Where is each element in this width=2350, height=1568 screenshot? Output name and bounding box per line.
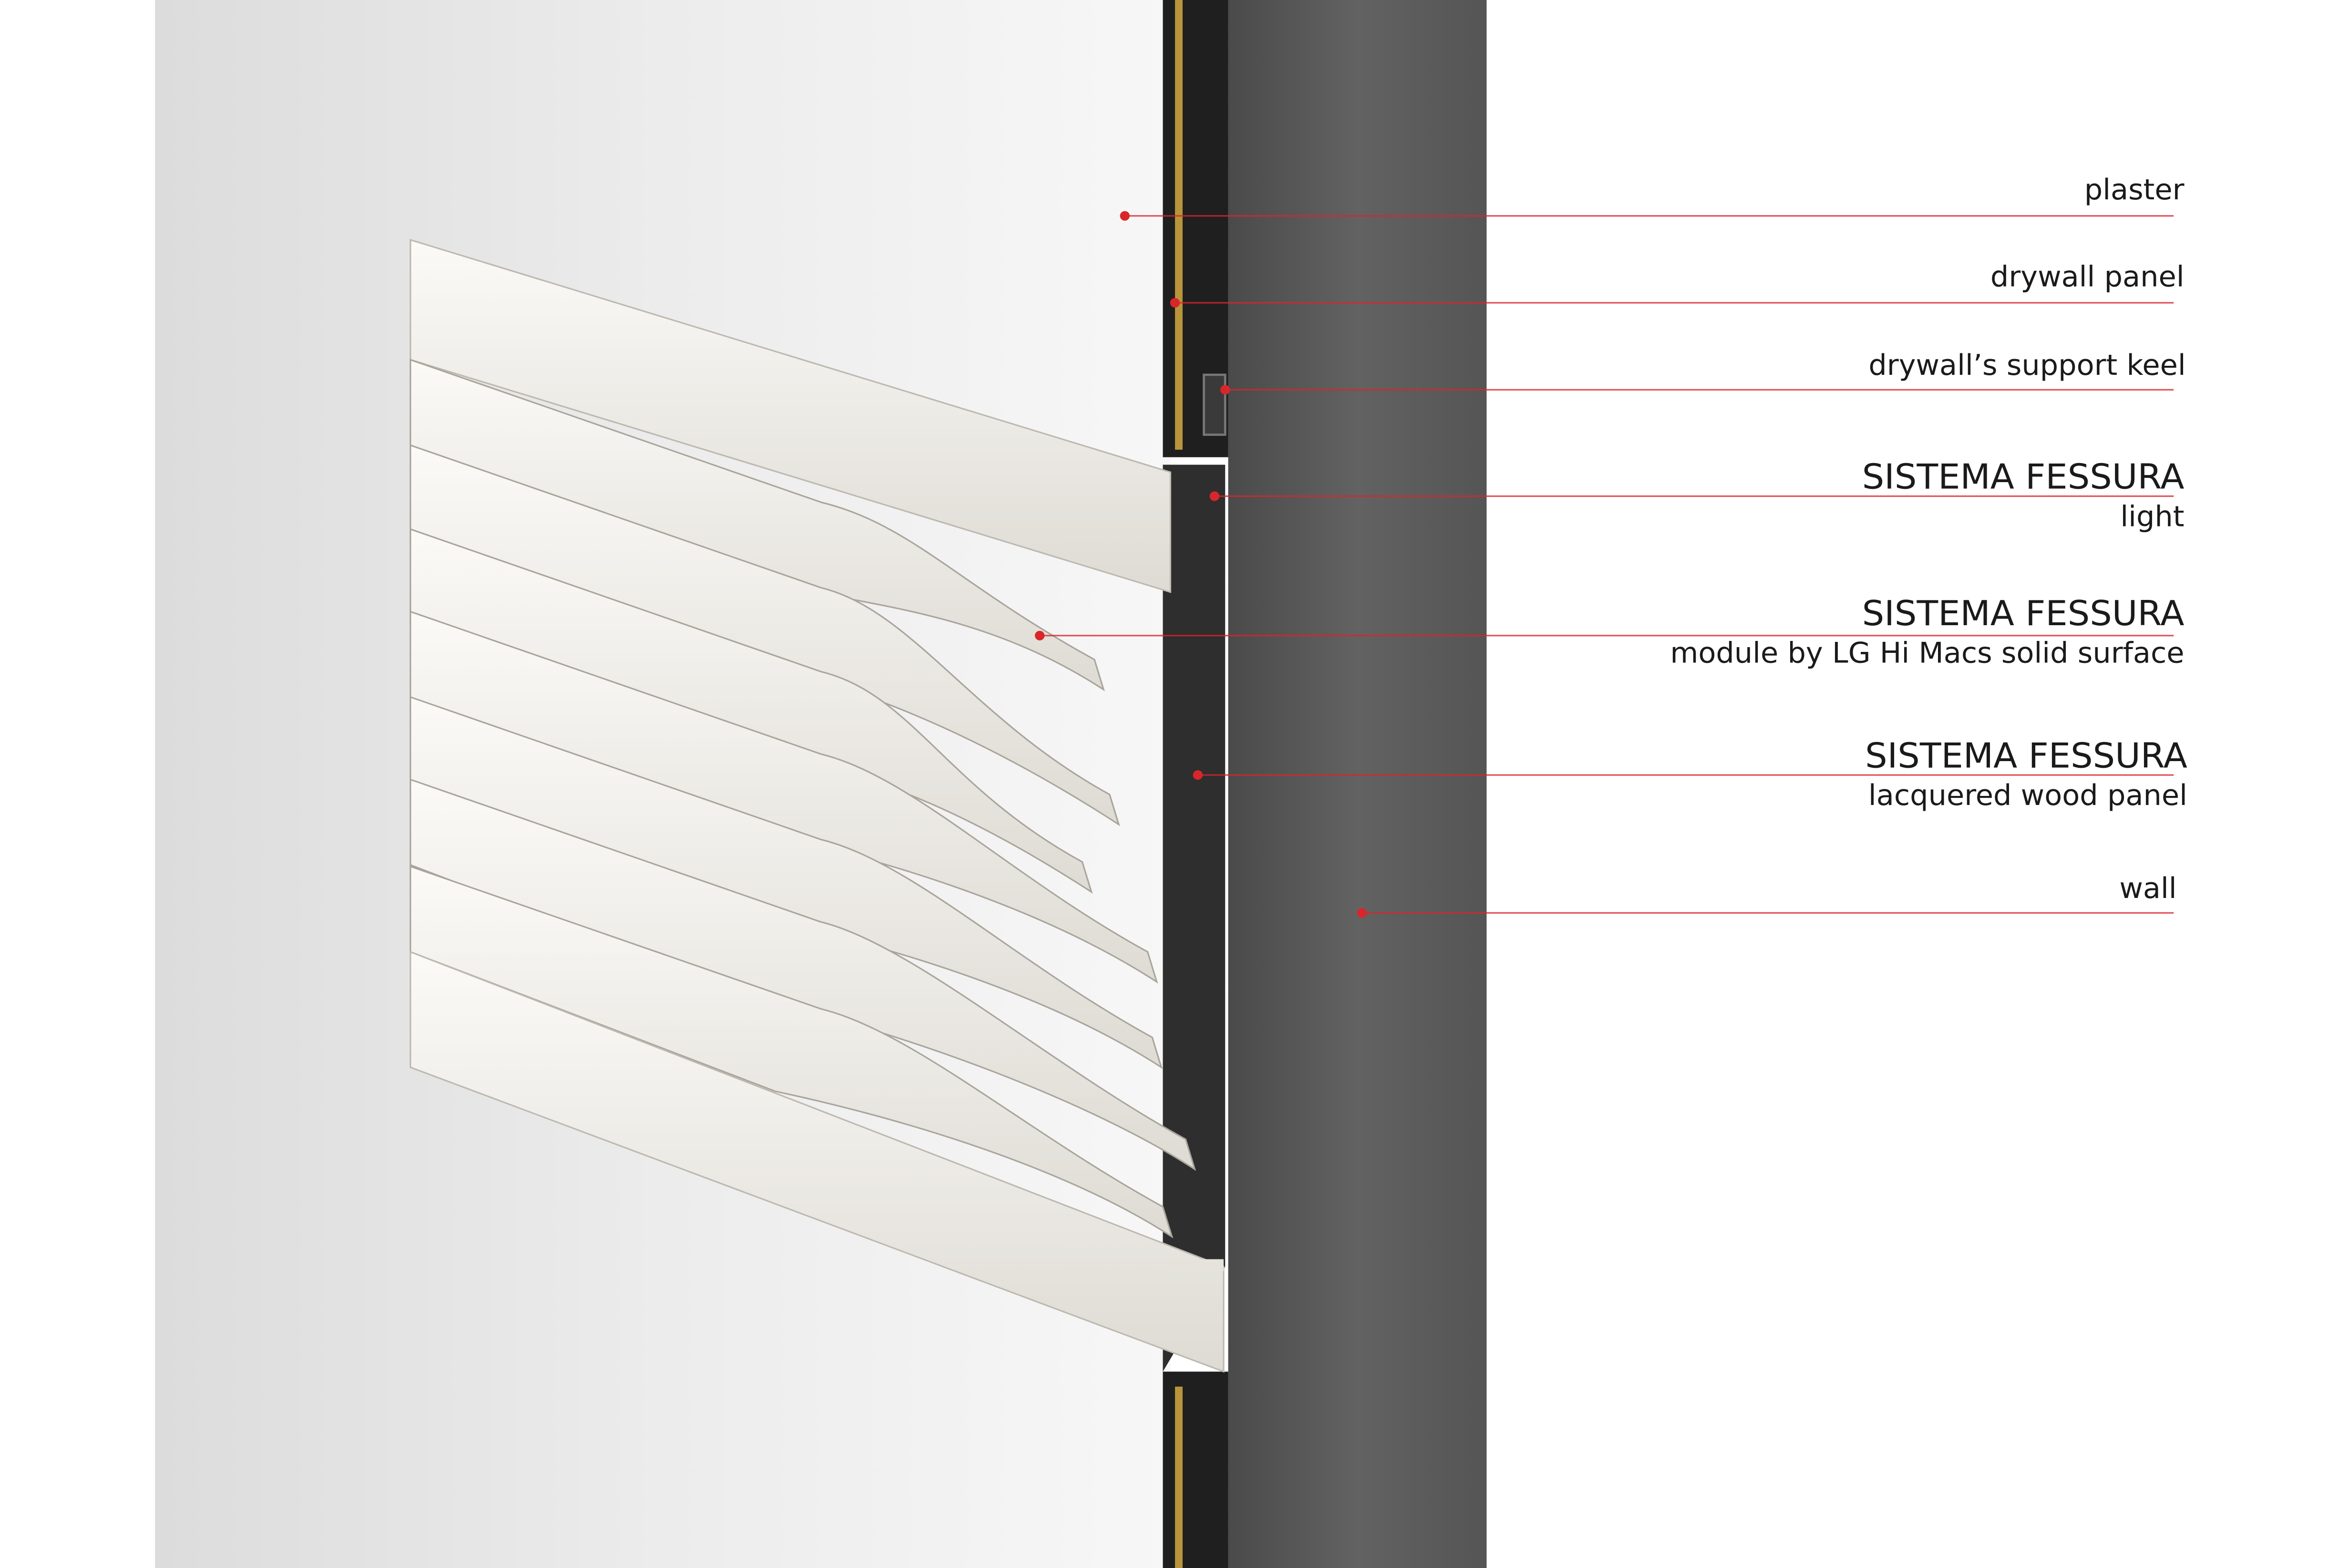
slat	[410, 238, 1172, 593]
support-keel-label: drywall’s support keel	[1868, 349, 2185, 382]
leader-dot	[1357, 908, 1367, 918]
drywall-section-bottom	[1163, 1372, 1228, 1568]
leader-dot	[1193, 770, 1203, 780]
slat	[410, 865, 1174, 1238]
fessura-module-sublabel: module by LG Hi Macs solid surface	[1670, 637, 2184, 670]
slat	[410, 359, 1105, 691]
leader-dot	[1209, 491, 1220, 501]
fessura-panel-label: SISTEMA FESSURA	[1865, 736, 2187, 776]
module-slats	[410, 238, 1225, 1373]
leader-dot	[1035, 630, 1045, 640]
leader-dot	[1120, 211, 1130, 221]
wall-label: wall	[2119, 872, 2176, 905]
fessura-light-sublabel: light	[2120, 500, 2184, 534]
leader-dot	[1220, 385, 1230, 395]
support-keel-profile	[1203, 373, 1227, 436]
fessura-light-label: SISTEMA FESSURA	[1862, 457, 2185, 497]
slat	[410, 950, 1225, 1373]
wall-section	[1228, 0, 1487, 1568]
drywall-gold-top	[1175, 0, 1183, 450]
fessura-module-label: SISTEMA FESSURA	[1862, 593, 2185, 633]
plaster-label: plaster	[2084, 173, 2185, 206]
drywall-panel-label: drywall panel	[1990, 260, 2185, 294]
labels: plaster drywall panel drywall’s support ke…	[1670, 173, 2187, 905]
leader-dot	[1170, 298, 1180, 308]
leader-lines	[1035, 211, 2174, 918]
fessura-panel-sublabel: lacquered wood panel	[1868, 779, 2187, 812]
drywall-gold-bottom	[1175, 1386, 1183, 1568]
bottom-profile	[1163, 1259, 1224, 1271]
